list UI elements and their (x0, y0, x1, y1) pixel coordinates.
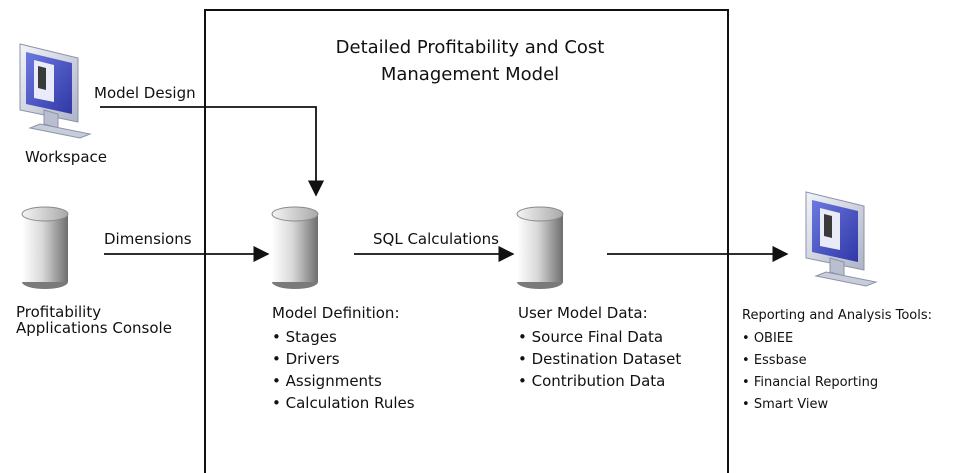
title-line-2: Management Model (380, 64, 560, 85)
model-definition-database-icon (271, 206, 319, 289)
list-item: Source Final Data (518, 326, 681, 348)
list-item: Assignments (272, 370, 415, 392)
list-item: Drivers (272, 348, 415, 370)
reporting-tools-heading: Reporting and Analysis Tools: (742, 308, 933, 323)
workspace-label: Workspace (25, 148, 107, 166)
list-item: Financial Reporting (742, 372, 878, 394)
workspace-monitor-icon (19, 43, 92, 139)
list-item: Smart View (742, 394, 878, 416)
user-model-data-list: Source Final Data Destination Dataset Co… (518, 326, 682, 392)
console-label-line-2: Applications Console (16, 319, 172, 337)
model-design-connector (100, 106, 325, 197)
list-item: Essbase (742, 350, 878, 372)
diagram-title: Detailed Profitability and Cost Manageme… (212, 34, 728, 88)
sql-calculations-label: SQL Calculations (373, 230, 499, 248)
console-label-line-1: Profitability (16, 303, 102, 321)
user-model-data-heading: User Model Data: (518, 304, 648, 322)
model-design-label: Model Design (94, 84, 196, 102)
model-definition-list: Stages Drivers Assignments Calculation R… (272, 326, 415, 414)
list-item: Contribution Data (518, 370, 681, 392)
list-item: OBIEE (742, 328, 878, 350)
dimensions-label: Dimensions (104, 230, 192, 248)
reporting-monitor-icon (805, 191, 878, 287)
reporting-tools-list: OBIEE Essbase Financial Reporting Smart … (742, 328, 878, 416)
console-database-icon (21, 206, 69, 289)
model-definition-heading: Model Definition: (272, 304, 400, 322)
model-boundary-box (204, 9, 729, 473)
list-item: Stages (272, 326, 415, 348)
list-item: Destination Dataset (518, 348, 682, 370)
title-line-1: Detailed Profitability and Cost (335, 37, 605, 58)
user-model-data-database-icon (516, 206, 564, 289)
console-label: Profitability Applications Console (16, 304, 172, 336)
list-item: Calculation Rules (272, 392, 415, 414)
